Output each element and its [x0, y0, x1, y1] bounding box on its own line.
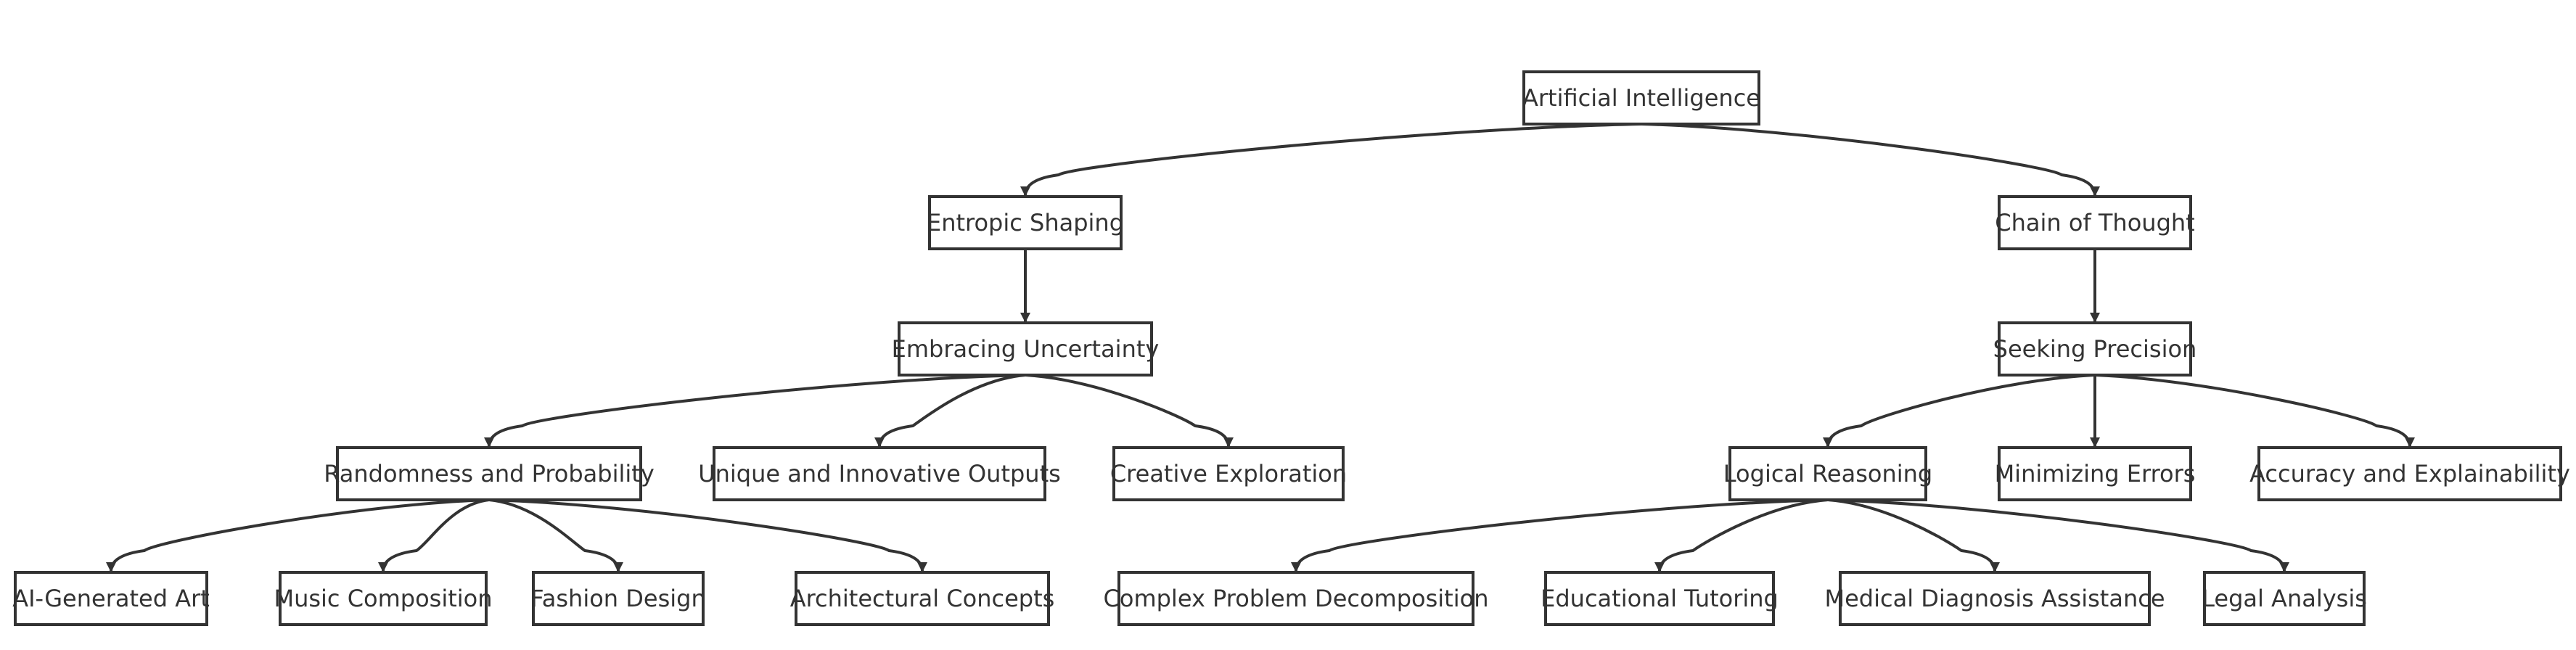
node-cot-label: Chain of Thought	[1995, 209, 2194, 236]
edge-ai-to-cot	[1641, 123, 2100, 197]
node-medical-label: Medical Diagnosis Assistance	[1825, 585, 2165, 612]
node-art-label: AI-Generated Art	[12, 585, 210, 612]
node-fashion-box	[532, 571, 705, 626]
node-legal: Legal Analysis	[2202, 571, 2367, 626]
edge-randomness-to-architecture	[488, 498, 927, 572]
node-accuracy-label: Accuracy and Explainability	[2249, 460, 2570, 488]
node-creative-label: Creative Exploration	[1110, 460, 1347, 488]
node-complex: Complex Problem Decomposition	[1104, 571, 1489, 626]
node-entropic-label: Entropic Shaping	[927, 209, 1124, 236]
edge-logical-to-medical	[1827, 498, 2000, 572]
node-complex-box	[1117, 571, 1474, 626]
edge-logical-to-legal	[1827, 498, 2289, 572]
node-accuracy-box	[2257, 446, 2562, 501]
edge-randomness-to-music	[378, 498, 490, 572]
edge-logical-to-complex	[1291, 498, 1829, 572]
node-fashion: Fashion Design	[530, 571, 706, 626]
node-complex-label: Complex Problem Decomposition	[1104, 585, 1489, 612]
node-minimizing-label: Minimizing Errors	[1995, 460, 2196, 488]
edge-ai-to-entropic	[1020, 123, 1642, 197]
node-entropic-box	[928, 195, 1123, 250]
node-music-label: Music Composition	[274, 585, 492, 612]
node-creative-box	[1112, 446, 1345, 501]
node-art: AI-Generated Art	[12, 571, 210, 626]
node-randomness-label: Randomness and Probability	[324, 460, 655, 488]
node-cot: Chain of Thought	[1995, 195, 2195, 250]
node-art-box	[14, 571, 208, 626]
node-entropic: Entropic Shaping	[927, 195, 1124, 250]
edge-randomness-to-fashion	[488, 498, 623, 572]
node-randomness-box	[336, 446, 642, 501]
node-ai: Artificial Intelligence	[1522, 70, 1760, 126]
node-minimizing-box	[1998, 446, 2192, 501]
edges	[106, 123, 2415, 572]
node-minimizing: Minimizing Errors	[1995, 446, 2196, 501]
node-architecture-label: Architectural Concepts	[790, 585, 1055, 612]
node-unique-label: Unique and Innovative Outputs	[698, 460, 1061, 488]
node-legal-box	[2203, 571, 2366, 626]
node-creative: Creative Exploration	[1110, 446, 1347, 501]
node-medical-box	[1839, 571, 2151, 626]
edge-randomness-to-art	[106, 498, 490, 572]
node-ai-box	[1522, 70, 1760, 126]
node-accuracy: Accuracy and Explainability	[2249, 446, 2570, 501]
node-fashion-label: Fashion Design	[530, 585, 705, 612]
node-unique: Unique and Innovative Outputs	[698, 446, 1061, 501]
node-music-box	[279, 571, 488, 626]
node-precision: Seeking Precision	[1993, 321, 2197, 377]
node-tutoring: Educational Tutoring	[1541, 571, 1779, 626]
node-randomness: Randomness and Probability	[324, 446, 655, 501]
node-legal-label: Legal Analysis	[2202, 585, 2367, 612]
edge-precision-to-logical	[1823, 374, 2096, 448]
node-cot-box	[1998, 195, 2192, 250]
node-tutoring-label: Educational Tutoring	[1541, 585, 1779, 612]
node-uncertainty-box	[898, 321, 1153, 377]
node-precision-label: Seeking Precision	[1993, 335, 2197, 363]
node-music: Music Composition	[274, 571, 493, 626]
node-tutoring-box	[1544, 571, 1775, 626]
node-architecture-box	[795, 571, 1050, 626]
edge-uncertainty-to-randomness	[484, 374, 1026, 448]
edge-uncertainty-to-unique	[874, 374, 1026, 448]
edge-precision-to-accuracy	[2094, 374, 2415, 448]
node-logical-box	[1728, 446, 1927, 501]
node-unique-box	[713, 446, 1046, 501]
node-uncertainty: Embracing Uncertainty	[892, 321, 1160, 377]
node-precision-box	[1998, 321, 2192, 377]
node-logical: Logical Reasoning	[1723, 446, 1932, 501]
node-uncertainty-label: Embracing Uncertainty	[892, 335, 1160, 363]
node-ai-label: Artificial Intelligence	[1522, 84, 1760, 112]
node-logical-label: Logical Reasoning	[1723, 460, 1932, 488]
edge-logical-to-tutoring	[1654, 498, 1829, 572]
edge-uncertainty-to-creative	[1025, 374, 1234, 448]
node-medical: Medical Diagnosis Assistance	[1825, 571, 2165, 626]
node-architecture: Architectural Concepts	[790, 571, 1055, 626]
